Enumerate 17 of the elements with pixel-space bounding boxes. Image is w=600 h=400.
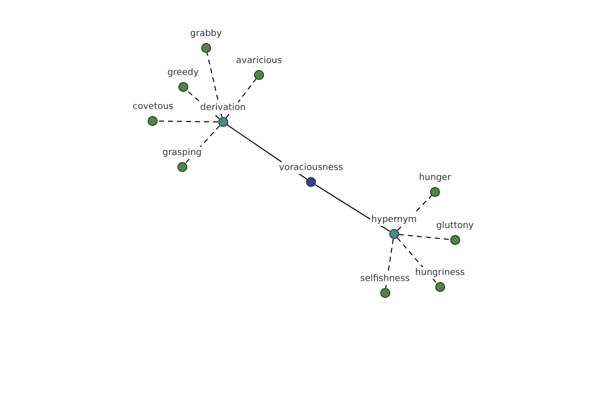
node-label: hunger bbox=[418, 172, 452, 184]
connector-line bbox=[398, 234, 451, 240]
connector-line bbox=[184, 125, 220, 164]
node-label: hypernym bbox=[370, 214, 418, 226]
connector-line bbox=[226, 78, 256, 119]
node-label: grabby bbox=[189, 28, 223, 40]
connector-line bbox=[396, 237, 438, 284]
node-label: derivation bbox=[199, 102, 247, 114]
node-label: hungriness bbox=[414, 267, 466, 279]
node-label: selfishness bbox=[359, 273, 411, 285]
node-label: greedy bbox=[166, 67, 200, 79]
node-label: voraciousness bbox=[278, 162, 344, 174]
connector-line bbox=[158, 120, 218, 122]
connector-line bbox=[314, 184, 390, 232]
connector-line bbox=[206, 52, 222, 118]
node-label: grasping bbox=[161, 147, 203, 159]
node-label: gluttony bbox=[435, 220, 475, 232]
